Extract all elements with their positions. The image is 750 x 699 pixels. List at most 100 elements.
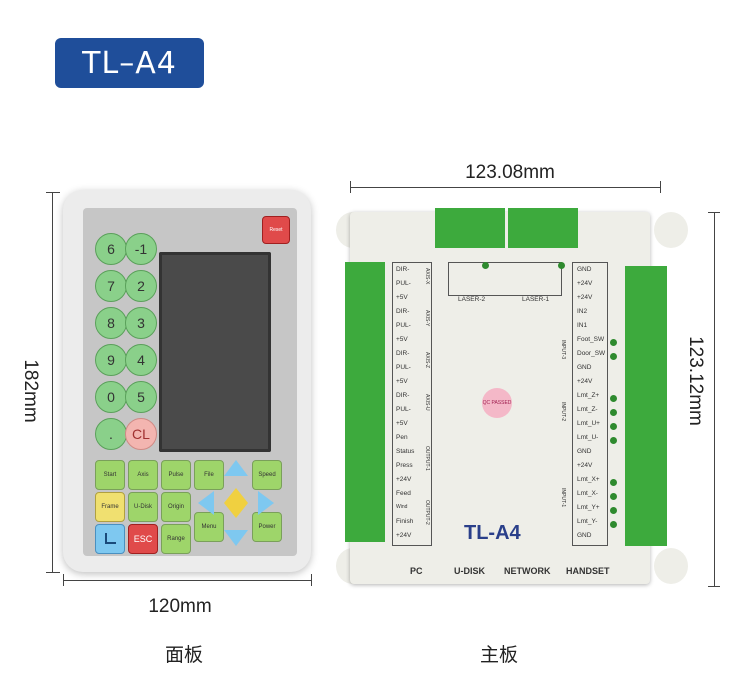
status-led [610,353,617,360]
arrow-right-icon[interactable] [258,491,274,515]
axis-x-label: AXIS-X [424,268,430,285]
dim-tick [46,572,60,573]
qc-sticker: QC PASSED [482,388,512,418]
right-terminal-block [625,266,667,546]
direction-pad[interactable] [196,458,276,548]
key-4[interactable]: 4 [125,344,157,376]
pin-label: PUL- [396,280,411,287]
pin-label: +24V [396,476,412,483]
pin-label: DIR- [396,308,410,315]
key-8[interactable]: 8 [95,307,127,339]
pin-label: DIR- [396,350,410,357]
key-clear[interactable]: CL [125,418,157,450]
input2-label: INPUT-2 [560,402,566,422]
pin-label: +5V [396,336,408,343]
pin-label: GND [577,266,592,273]
menu-button[interactable]: Menu [194,512,224,542]
status-led [558,262,565,269]
status-led [610,479,617,486]
pulse-button[interactable]: Pulse [161,460,191,490]
lcd-screen [159,252,271,452]
arrow-down-icon[interactable] [224,530,248,546]
port-handset-label: HANDSET [566,566,610,576]
pin-label: Lmt_U+ [577,420,600,427]
center-hand-icon[interactable] [224,488,248,518]
key-dot[interactable]: . [95,418,127,450]
pin-label: Lmt_Y- [577,518,598,525]
dim-tick [708,212,720,213]
pin-label: Feed [396,490,411,497]
panel-height-label: 182mm [20,359,41,423]
pin-label: Press [396,462,413,469]
pin-label: GND [577,364,592,371]
pin-label: GND [577,532,592,539]
output2-label: OUTPUT-2 [424,500,430,525]
pin-label: +24V [577,280,593,287]
power-button[interactable]: Power [252,512,282,542]
pin-label: Foot_SW [577,336,605,343]
pin-label: PUL- [396,364,411,371]
pin-label: +5V [396,378,408,385]
board-width-label: 123.08mm [465,162,555,183]
pin-label: PUL- [396,322,411,329]
file-button[interactable]: File [194,460,224,490]
pin-label: +24V [396,532,412,539]
board-width-line [350,187,660,188]
output1-label: OUTPUT-1 [424,446,430,471]
key-1[interactable]: -1 [125,233,157,265]
origin-button[interactable]: Origin [161,492,191,522]
key-0[interactable]: 0 [95,381,127,413]
arrow-up-icon[interactable] [224,460,248,476]
key-9[interactable]: 9 [95,344,127,376]
start-button[interactable]: Start [95,460,125,490]
panel-width-label: 120mm [148,596,212,617]
input3-label: INPUT-3 [560,340,566,360]
board-height-line [714,212,715,586]
axis-z-label: AXIS-Z [424,352,430,369]
model-title-badge: TL–A4 [55,38,204,88]
arrow-left-icon[interactable] [198,491,214,515]
axis-u-label: AXIS-U [424,394,430,411]
pin-label: Finish [396,518,414,525]
dim-tick [708,586,720,587]
pin-label: Wind [396,504,408,510]
dim-tick [350,181,351,193]
pin-label: Lmt_X- [577,490,598,497]
pin-label: GND [577,448,592,455]
pin-label: Pen [396,434,408,441]
axis-button[interactable]: Axis [128,460,158,490]
key-7[interactable]: 7 [95,270,127,302]
status-led [610,493,617,500]
esc-button[interactable]: ESC [128,524,158,554]
pin-label: Status [396,448,415,455]
input1-label: INPUT-1 [560,488,566,508]
mount-tab [654,548,688,584]
dim-tick [46,192,60,193]
u-disk-button[interactable]: U-Disk [128,492,158,522]
speed-button[interactable]: Speed [252,460,282,490]
panel-height-line [52,192,53,572]
pin-label: IN2 [577,308,588,315]
pin-label: Door_SW [577,350,606,357]
range-button[interactable]: Range [161,524,191,554]
laser1-label: LASER-1 [522,296,550,303]
status-led [610,423,617,430]
panel-width-line [63,580,311,581]
key-2[interactable]: 2 [125,270,157,302]
pin-label: +5V [396,420,408,427]
status-led [482,262,489,269]
port-pc-label: PC [410,566,423,576]
frame-button[interactable]: Frame [95,492,125,522]
board-height-label: 123.12mm [685,336,706,426]
key-5[interactable]: 5 [125,381,157,413]
key-3[interactable]: 3 [125,307,157,339]
dim-tick [311,574,312,586]
key-6[interactable]: 6 [95,233,127,265]
laser2-terminal [435,208,505,248]
pin-label: +24V [577,294,593,301]
reset-button[interactable]: Reset [262,216,290,244]
status-led [610,521,617,528]
enter-button[interactable] [95,524,125,554]
laser1-terminal [508,208,578,248]
dim-tick [660,181,661,193]
